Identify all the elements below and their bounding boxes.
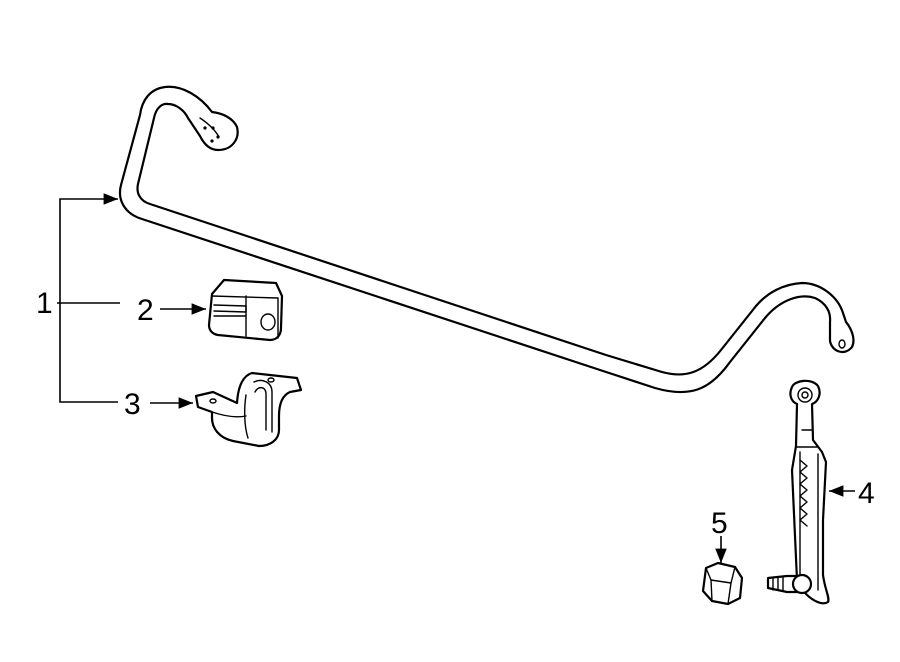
callout-2: 2 — [137, 294, 154, 327]
leader-lines — [57, 193, 855, 563]
callout-4: 4 — [858, 477, 875, 510]
link-nut[interactable] — [701, 561, 744, 606]
callout-5: 5 — [711, 507, 728, 540]
bushing-bracket[interactable] — [194, 371, 303, 448]
callout-3: 3 — [124, 388, 141, 421]
callout-1: 1 — [36, 287, 53, 320]
stabilizer-link[interactable] — [766, 379, 830, 605]
stabilizer-bar[interactable] — [118, 85, 855, 394]
stabilizer-bushing[interactable] — [207, 278, 284, 342]
